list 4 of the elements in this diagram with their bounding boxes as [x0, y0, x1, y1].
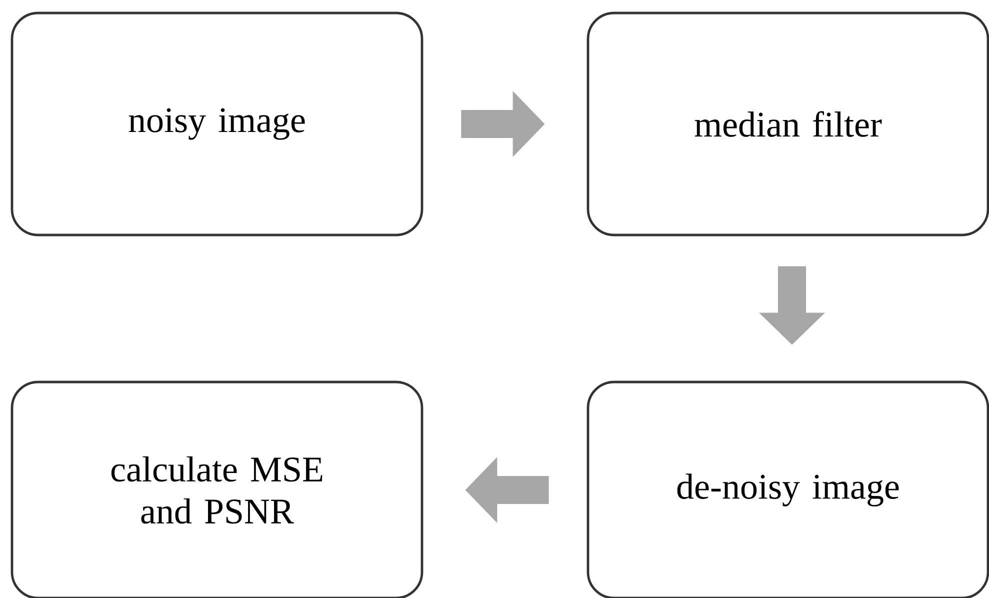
process-box: de-noisy image — [586, 380, 989, 598]
process-box: median filter — [586, 12, 989, 236]
process-box: calculate MSE and PSNR — [10, 380, 424, 598]
process-box: noisy image — [10, 12, 424, 236]
